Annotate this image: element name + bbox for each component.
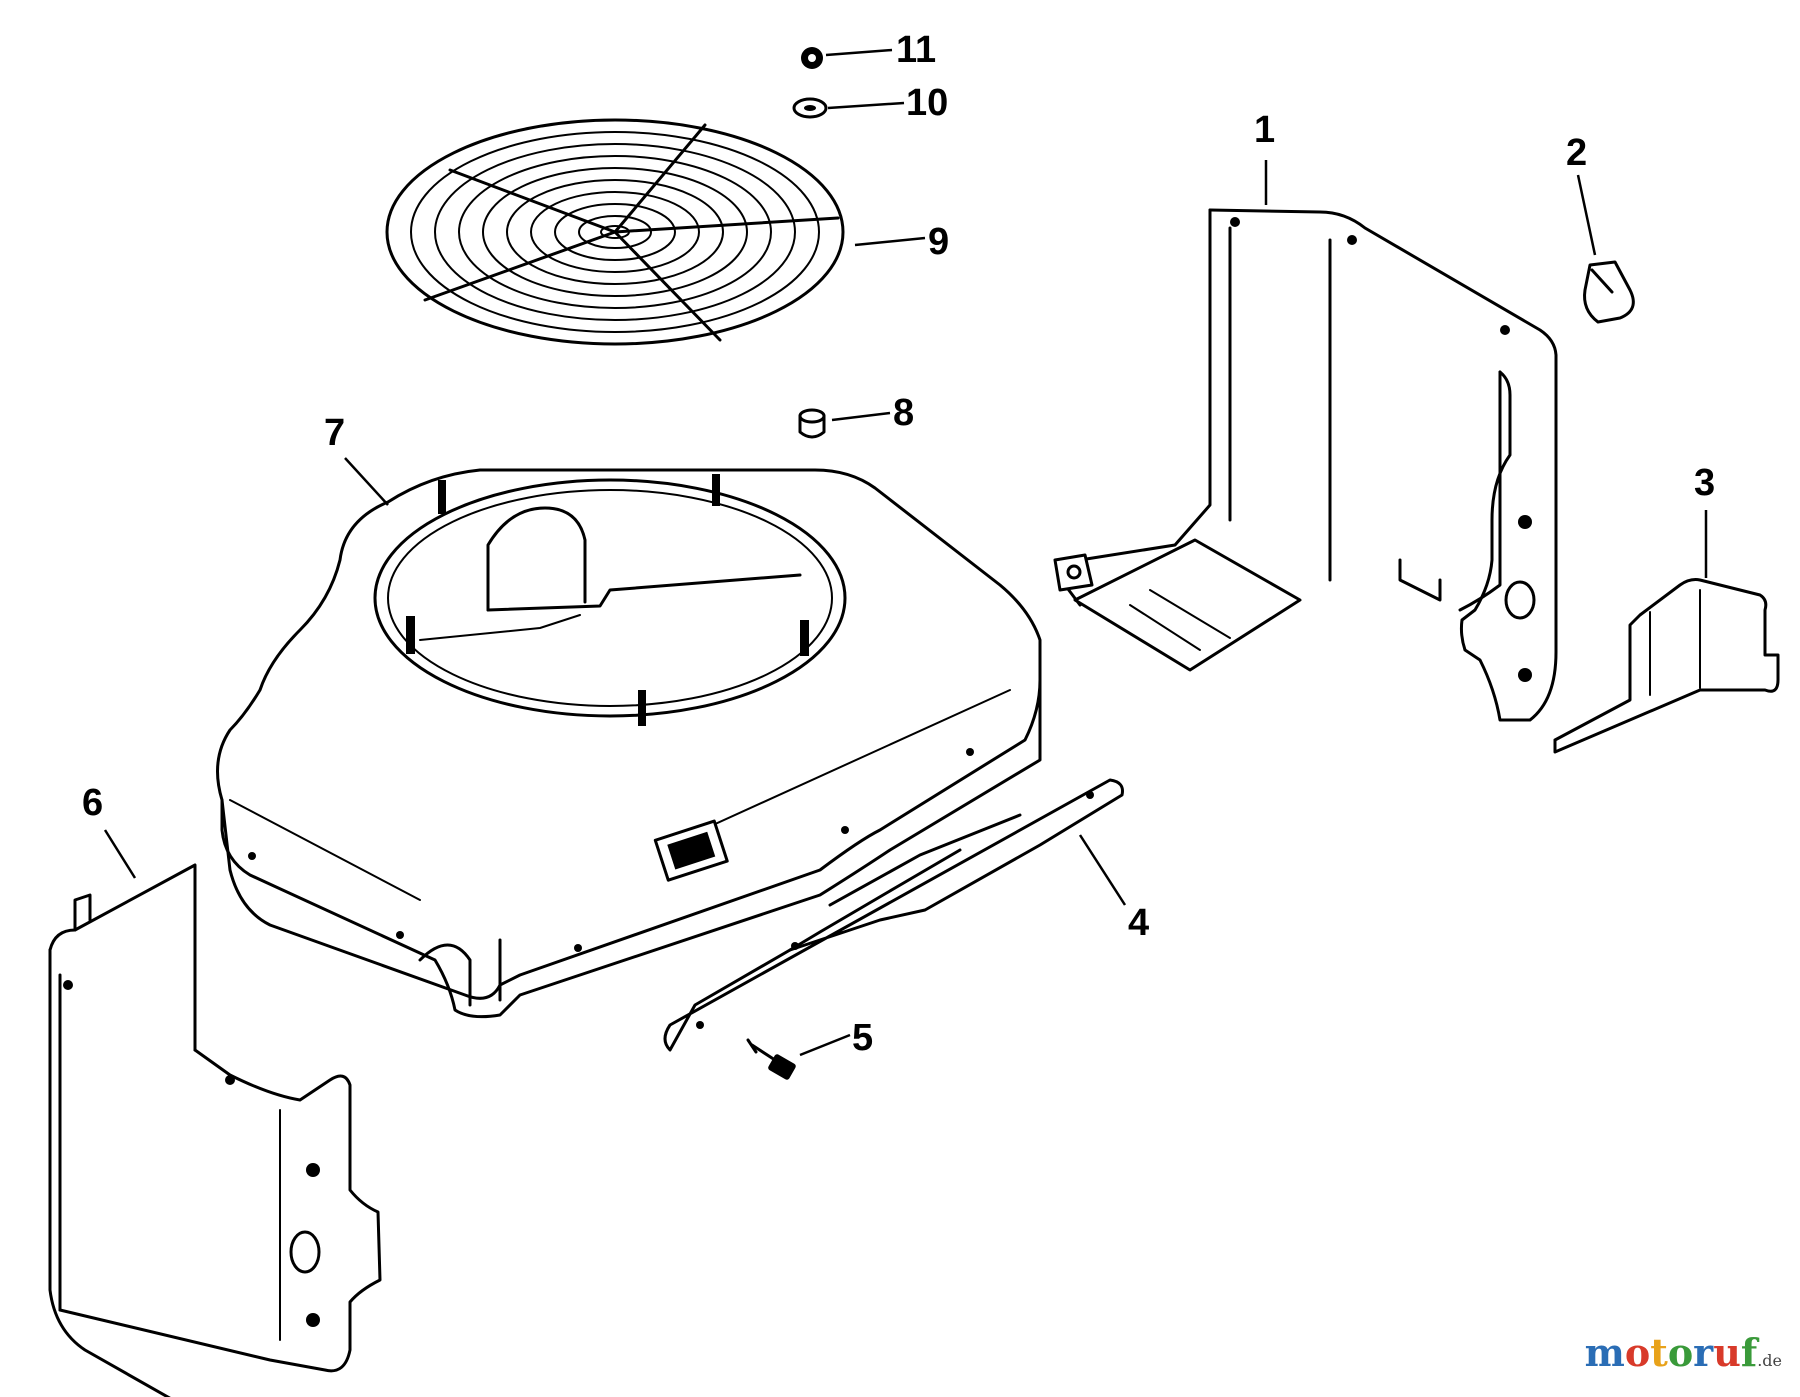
part-7-blower-housing (216, 468, 1042, 1019)
watermark-letter: u (1713, 1330, 1741, 1375)
part-5-screw (746, 1038, 796, 1080)
callout-8: 8 (893, 392, 914, 434)
watermark-letter: m (1584, 1330, 1625, 1375)
part-4-baffle (663, 778, 1124, 1052)
watermark-letter: o (1624, 1330, 1651, 1375)
callout-9: 9 (928, 221, 949, 263)
watermark-suffix: .de (1757, 1351, 1782, 1370)
callout-6: 6 (82, 782, 103, 824)
part-6-front-shield (48, 863, 382, 1397)
watermark-letter: r (1693, 1330, 1714, 1375)
part-9-grille (385, 118, 845, 346)
part-1-cylinder-shield (1053, 208, 1558, 722)
watermark-letter: o (1667, 1330, 1694, 1375)
watermark-letter: f (1740, 1330, 1758, 1375)
part-8-bushing (798, 408, 826, 439)
watermark-logo: motoruf.de (1585, 1330, 1782, 1375)
callout-2: 2 (1566, 132, 1587, 174)
callout-4: 4 (1128, 902, 1149, 944)
callout-1: 1 (1254, 109, 1275, 151)
part-10-washer (792, 97, 828, 119)
callout-7: 7 (324, 412, 345, 454)
callout-3: 3 (1694, 462, 1715, 504)
callout-5: 5 (852, 1017, 873, 1059)
part-3-bracket (1553, 578, 1780, 754)
part-11-nut (801, 47, 823, 69)
callout-10: 10 (906, 82, 948, 124)
watermark-letter: t (1650, 1330, 1668, 1375)
part-2-clip (1583, 260, 1635, 324)
callout-11: 11 (896, 29, 936, 71)
